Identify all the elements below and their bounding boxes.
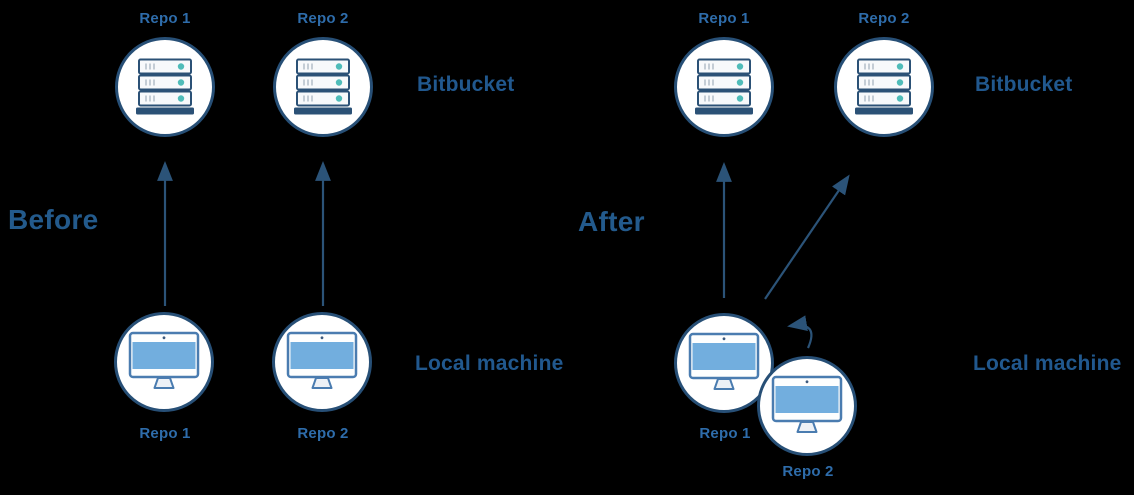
after-bitbucket-repo2-node (834, 37, 934, 137)
after-section-title: After (578, 206, 645, 237)
desktop-computer-icon (688, 332, 760, 390)
before-local-zone-label: Local machine (415, 352, 564, 375)
before-local-repo1-node (114, 312, 214, 412)
after-local-repo1-node (674, 313, 774, 413)
after-local-repo2-node (757, 356, 857, 456)
after-bitbucket-repo1-label: Repo 1 (698, 10, 750, 27)
after-local-zone-label: Local machine (973, 352, 1122, 375)
before-section-title: Before (8, 204, 99, 235)
after-bitbucket-zone-label: Bitbucket (975, 73, 1073, 96)
before-local-repo2-label: Repo 2 (297, 425, 349, 442)
before-bitbucket-repo2-node (273, 37, 373, 137)
after-merge-curved-arrow (787, 315, 813, 349)
desktop-computer-icon (128, 331, 200, 389)
server-icon (855, 58, 913, 115)
before-bitbucket-repo1-label: Repo 1 (139, 10, 191, 27)
desktop-computer-icon (286, 331, 358, 389)
before-bitbucket-zone-label: Bitbucket (417, 73, 515, 96)
before-bitbucket-repo2-label: Repo 2 (297, 10, 349, 27)
server-icon (136, 58, 194, 115)
before-local-repo1-label: Repo 1 (139, 425, 191, 442)
after-bitbucket-repo2-label: Repo 2 (858, 10, 910, 27)
server-icon (294, 58, 352, 115)
after-local-repo2-label: Repo 2 (782, 463, 834, 480)
before-local-repo2-node (272, 312, 372, 412)
after-bitbucket-repo1-node (674, 37, 774, 137)
desktop-computer-icon (771, 375, 843, 433)
server-icon (695, 58, 753, 115)
before-bitbucket-repo1-node (115, 37, 215, 137)
after-local-repo1-label: Repo 1 (699, 425, 751, 442)
after-push-arrow-repo2 (764, 174, 850, 300)
